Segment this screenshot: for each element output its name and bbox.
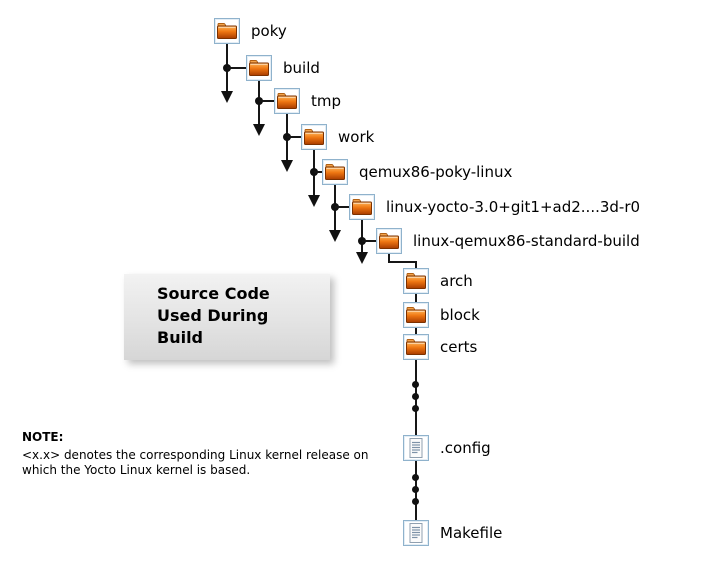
arrow-down-icon — [221, 91, 233, 103]
ellipsis-dots — [412, 474, 419, 505]
ellipsis-dot — [412, 381, 419, 388]
note-block: NOTE: <x.x> denotes the corresponding Li… — [22, 430, 392, 477]
note-heading: NOTE: — [22, 430, 64, 444]
tree-node-linux-qemux86-standard-build: linux-qemux86-standard-build — [376, 228, 640, 254]
ellipsis-dot — [412, 474, 419, 481]
tree-node-label: arch — [440, 272, 473, 290]
tree-node-label: work — [338, 128, 375, 146]
tree-node-label: certs — [440, 338, 478, 356]
connector-line — [314, 171, 322, 173]
connector-line — [388, 254, 390, 263]
arrow-down-icon — [308, 195, 320, 207]
folder-icon — [322, 159, 348, 185]
tree-node-dot-config: .config — [403, 435, 491, 461]
tree-node-arch: arch — [403, 268, 473, 294]
folder-icon — [403, 334, 429, 360]
tree-node-makefile: Makefile — [403, 520, 502, 546]
ellipsis-dot — [412, 498, 419, 505]
tree-node-label: linux-qemux86-standard-build — [413, 232, 640, 250]
tree-node-build: build — [246, 55, 320, 81]
source-code-callout: Source Code Used During Build — [124, 274, 330, 360]
connector-line — [287, 136, 301, 138]
tree-node-label: qemux86-poky-linux — [359, 163, 513, 181]
tree-node-label: .config — [440, 439, 491, 457]
file-icon — [403, 520, 429, 546]
callout-line: Build — [157, 328, 204, 347]
tree-node-label: block — [440, 306, 480, 324]
arrow-down-icon — [253, 124, 265, 136]
tree-node-label: build — [283, 59, 320, 77]
ellipsis-dot — [412, 486, 419, 493]
arrow-down-icon — [281, 160, 293, 172]
arrow-down-icon — [356, 252, 368, 264]
tree-node-label: linux-yocto-3.0+git1+ad2....3d-r0 — [386, 198, 641, 216]
connector-line — [361, 220, 363, 252]
connector-line — [335, 206, 349, 208]
callout-line: Used During — [157, 306, 269, 325]
tree-node-linux-yocto: linux-yocto-3.0+git1+ad2....3d-r0 — [349, 194, 640, 220]
tree-node-label: tmp — [311, 92, 342, 110]
tree-node-poky: poky — [214, 18, 287, 44]
callout-line: Source Code — [157, 284, 270, 303]
folder-icon — [376, 228, 402, 254]
file-icon — [403, 435, 429, 461]
connector-line — [388, 261, 417, 263]
note-body-line: which the Yocto Linux kernel is based. — [22, 462, 251, 477]
folder-icon — [246, 55, 272, 81]
folder-icon — [403, 302, 429, 328]
folder-icon — [274, 88, 300, 114]
connector-line — [362, 240, 376, 242]
tree-node-block: block — [403, 302, 480, 328]
note-body-line: <x.x> denotes the corresponding Linux ke… — [22, 448, 369, 462]
folder-icon — [214, 18, 240, 44]
tree-node-certs: certs — [403, 334, 477, 360]
connector-line — [227, 67, 246, 69]
ellipsis-dot — [412, 405, 419, 412]
connector-line — [259, 100, 274, 102]
tree-node-label: Makefile — [440, 524, 503, 542]
folder-icon — [403, 268, 429, 294]
folder-icon — [301, 124, 327, 150]
arrow-down-icon — [329, 230, 341, 242]
tree-node-work: work — [301, 124, 374, 150]
tree-node-tmp: tmp — [274, 88, 341, 114]
tree-node-qemux86-poky-linux: qemux86-poky-linux — [322, 159, 512, 185]
ellipsis-dot — [412, 393, 419, 400]
tree-node-label: poky — [251, 22, 287, 40]
ellipsis-dots — [412, 381, 419, 412]
folder-icon — [349, 194, 375, 220]
connector-line — [415, 261, 417, 521]
